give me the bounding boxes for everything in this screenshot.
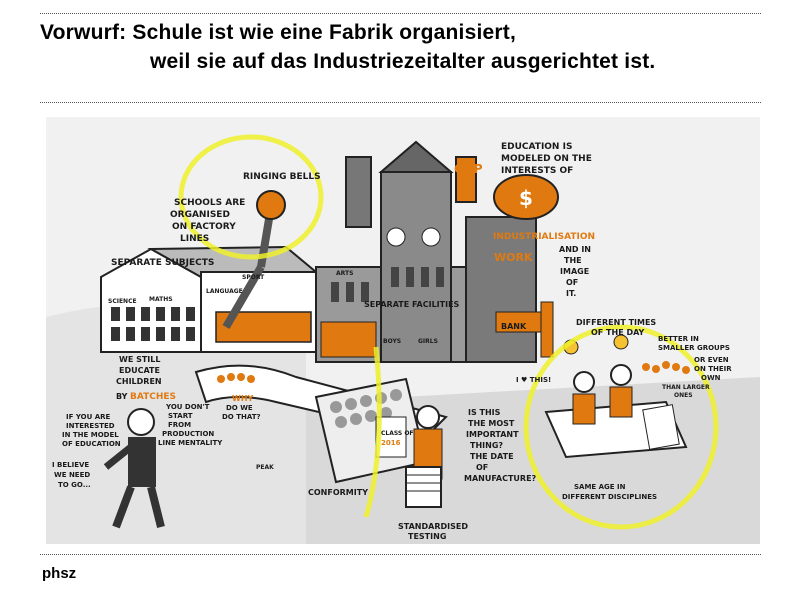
label-interests-of: INTERESTS OF: [501, 166, 573, 176]
label-different-disciplines: DIFFERENT DISCIPLINES: [562, 493, 657, 501]
label-we-need: WE NEED: [54, 471, 90, 479]
label-manufacture: MANUFACTURE?: [464, 474, 537, 483]
label-of-education: OF EDUCATION: [62, 440, 121, 448]
label-important: IMPORTANT: [466, 430, 519, 439]
label-language: LANGUAGE: [206, 288, 243, 295]
label-ones: ONES: [674, 392, 693, 399]
label-you-dont: YOU DON'T: [165, 403, 210, 411]
title-line-2: weil sie auf das Industriezeitalter ausg…: [150, 50, 656, 73]
label-of-2: OF: [476, 463, 488, 472]
label-peak: PEAK: [256, 464, 274, 471]
piggy-bank: $: [493, 174, 559, 220]
label-same-age-in: SAME AGE IN: [574, 483, 626, 491]
label-different-times: DIFFERENT TIMES: [576, 318, 656, 327]
label-children: CHILDREN: [116, 377, 162, 386]
illustration-svg: $ RINGING BELLS SCHOOLS ARE OR: [46, 134, 760, 544]
label-gdp: GDP: [454, 162, 483, 176]
label-do-we: DO WE: [226, 404, 253, 412]
footer-divider: [40, 554, 761, 555]
label-thing: THING?: [470, 441, 503, 450]
label-the-most: THE MOST: [468, 419, 515, 428]
label-conformity: CONFORMITY: [308, 488, 368, 497]
label-production: PRODUCTION: [162, 430, 214, 438]
title-divider: [40, 102, 761, 103]
label-interested: INTERESTED: [66, 422, 115, 430]
label-start: START: [168, 412, 193, 420]
label-own: OWN: [701, 374, 721, 382]
label-by: BY: [116, 392, 128, 401]
label-i-heart-this: I ♥ THIS!: [516, 376, 551, 384]
label-batches: BATCHES: [130, 392, 176, 402]
label-from: FROM: [168, 421, 191, 429]
label-boys: BOYS: [383, 338, 401, 345]
label-girls: GIRLS: [418, 338, 438, 345]
label-class-year: 2016: [381, 439, 401, 447]
shadow-shape: [46, 302, 306, 544]
label-if-you-are: IF YOU ARE: [66, 413, 111, 421]
label-bank: BANK: [501, 322, 527, 331]
label-of: OF: [566, 278, 578, 287]
label-line-mentality: LINE MENTALITY: [158, 439, 223, 447]
classroom-scene: [544, 334, 690, 459]
label-maths: MATHS: [149, 296, 173, 303]
label-do-that: DO THAT?: [222, 413, 261, 421]
label-class-of: CLASS OF: [381, 430, 414, 437]
highlight-marks: [178, 134, 719, 530]
label-industrialisation: INDUSTRIALISATION: [493, 232, 595, 242]
label-of-the-day: OF THE DAY: [591, 328, 645, 337]
label-why: WHY: [232, 394, 254, 403]
label-educate: EDUCATE: [119, 366, 160, 375]
label-schools-are: SCHOOLS ARE: [174, 198, 245, 208]
top-divider: [40, 13, 761, 14]
label-arts: ARTS: [336, 270, 353, 277]
label-and-in: AND IN: [559, 245, 591, 254]
label-testing: TESTING: [408, 532, 446, 541]
svg-text:$: $: [519, 186, 533, 210]
label-on-their: ON THEIR: [694, 365, 732, 373]
label-science: SCIENCE: [108, 298, 137, 305]
label-to-go: TO GO...: [58, 481, 91, 489]
label-ringing-bells: RINGING BELLS: [243, 172, 321, 182]
label-or-even: OR EVEN: [694, 356, 729, 364]
label-organised: ORGANISED: [170, 210, 230, 220]
label-modeled-on: MODELED ON THE: [501, 154, 592, 164]
label-we-still: WE STILL: [119, 355, 160, 364]
label-separate-subjects: SEPARATE SUBJECTS: [111, 258, 214, 268]
label-standardised: STANDARDISED: [398, 522, 468, 531]
label-it: IT.: [566, 289, 576, 298]
label-smaller-groups: SMALLER GROUPS: [658, 344, 730, 352]
label-work: WORK: [494, 251, 533, 264]
presenter-figure: [103, 408, 165, 529]
label-in-the-model: IN THE MODEL: [62, 431, 119, 439]
factory-castle: [315, 140, 554, 363]
label-than-larger: THAN LARGER: [662, 384, 710, 391]
children-batch: [217, 373, 255, 383]
label-separate-facilities: SEPARATE FACILITIES: [364, 300, 460, 309]
label-i-believe: I BELIEVE: [52, 461, 89, 469]
label-better-in: BETTER IN: [658, 335, 699, 343]
title-line-1: Vorwurf: Schule ist wie eine Fabrik orga…: [40, 21, 516, 44]
conformity-crate: [314, 377, 428, 484]
footer-label: phsz: [42, 565, 77, 582]
tester-figure: [405, 405, 443, 508]
label-the-date: THE DATE: [470, 452, 514, 461]
label-lines: LINES: [180, 234, 209, 244]
bell-robot-arm: [222, 190, 286, 330]
label-image: IMAGE: [560, 267, 589, 276]
label-is-this: IS THIS: [468, 408, 501, 417]
factory-school-illustration: $ RINGING BELLS SCHOOLS ARE OR: [46, 117, 760, 544]
label-the: THE: [564, 256, 582, 265]
label-sport: SPORT: [242, 274, 265, 281]
label-education-is: EDUCATION IS: [501, 142, 572, 152]
label-on-factory: ON FACTORY: [172, 222, 236, 232]
